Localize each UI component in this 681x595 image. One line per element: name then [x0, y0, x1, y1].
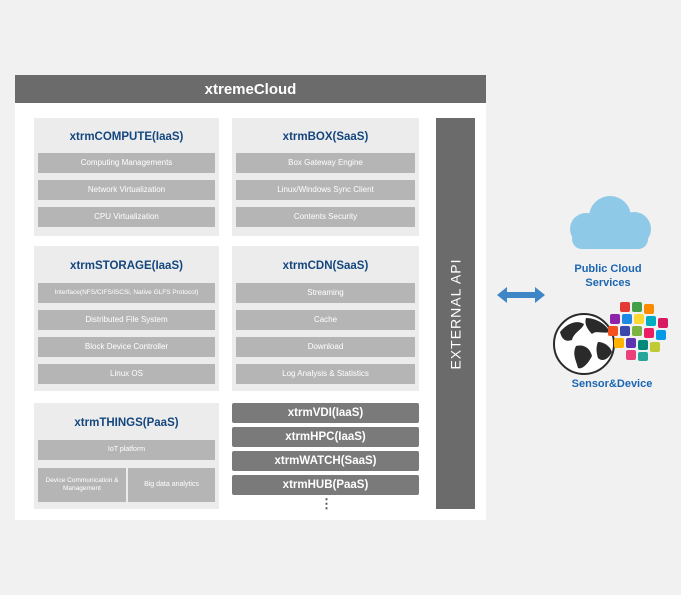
- watch-bar: xtrmWATCH(SaaS): [232, 451, 419, 471]
- compute-title: xtrmCOMPUTE(IaaS): [69, 131, 184, 143]
- app-icons-cluster: [608, 302, 668, 361]
- more-dots: ⋮: [320, 496, 333, 511]
- globe-icon: [553, 313, 615, 375]
- box-card: xtrmBOX(SaaS) Box Gateway Engine Linux/W…: [232, 118, 419, 236]
- panel-title: xtremeCloud: [15, 75, 486, 103]
- cdn-item: Streaming: [236, 283, 415, 303]
- vdi-bar: xtrmVDI(IaaS): [232, 403, 419, 423]
- storage-item: Distributed File System: [38, 310, 215, 330]
- box-item: Contents Security: [236, 207, 415, 227]
- box-item: Box Gateway Engine: [236, 153, 415, 173]
- storage-card: xtrmSTORAGE(IaaS) Interface(NFS/CIFS/iSC…: [34, 246, 219, 391]
- storage-item: Interface(NFS/CIFS/iSCSi, Native GLFS Pr…: [38, 283, 215, 303]
- double-arrow-icon: [497, 287, 545, 303]
- storage-item: Linux OS: [38, 364, 215, 384]
- cdn-item: Log Analysis & Statistics: [236, 364, 415, 384]
- cdn-title: xtrmCDN(SaaS): [282, 260, 369, 272]
- external-api-bar: EXTERNAL API: [436, 118, 475, 509]
- cloud-icon: [570, 196, 651, 249]
- storage-title: xtrmSTORAGE(IaaS): [70, 260, 183, 272]
- hpc-bar: xtrmHPC(IaaS): [232, 427, 419, 447]
- cdn-item: Download: [236, 337, 415, 357]
- cdn-item: Cache: [236, 310, 415, 330]
- compute-item: CPU Virtualization: [38, 207, 215, 227]
- things-title: xtrmTHINGS(PaaS): [74, 417, 179, 429]
- storage-item: Block Device Controller: [38, 337, 215, 357]
- things-device-comm: Device Communication & Management: [38, 468, 126, 502]
- things-card: xtrmTHINGS(PaaS) IoT platform Device Com…: [34, 403, 219, 509]
- xtremecloud-panel: xtremeCloud xtrmCOMPUTE(IaaS) Computing …: [15, 75, 486, 520]
- public-cloud-label: Public Cloud Services: [574, 263, 642, 289]
- cdn-card: xtrmCDN(SaaS) Streaming Cache Download L…: [232, 246, 419, 391]
- box-title: xtrmBOX(SaaS): [282, 131, 369, 143]
- sensor-device-label: Sensor&Device: [571, 378, 653, 390]
- hub-bar: xtrmHUB(PaaS): [232, 475, 419, 495]
- compute-item: Computing Managements: [38, 153, 215, 173]
- compute-item: Network Virtualization: [38, 180, 215, 200]
- things-bigdata: Big data analytics: [128, 468, 215, 502]
- external-api-label: EXTERNAL API: [447, 257, 464, 370]
- compute-card: xtrmCOMPUTE(IaaS) Computing Managements …: [34, 118, 219, 236]
- box-item: Linux/Windows Sync Client: [236, 180, 415, 200]
- things-platform: IoT platform: [38, 440, 215, 460]
